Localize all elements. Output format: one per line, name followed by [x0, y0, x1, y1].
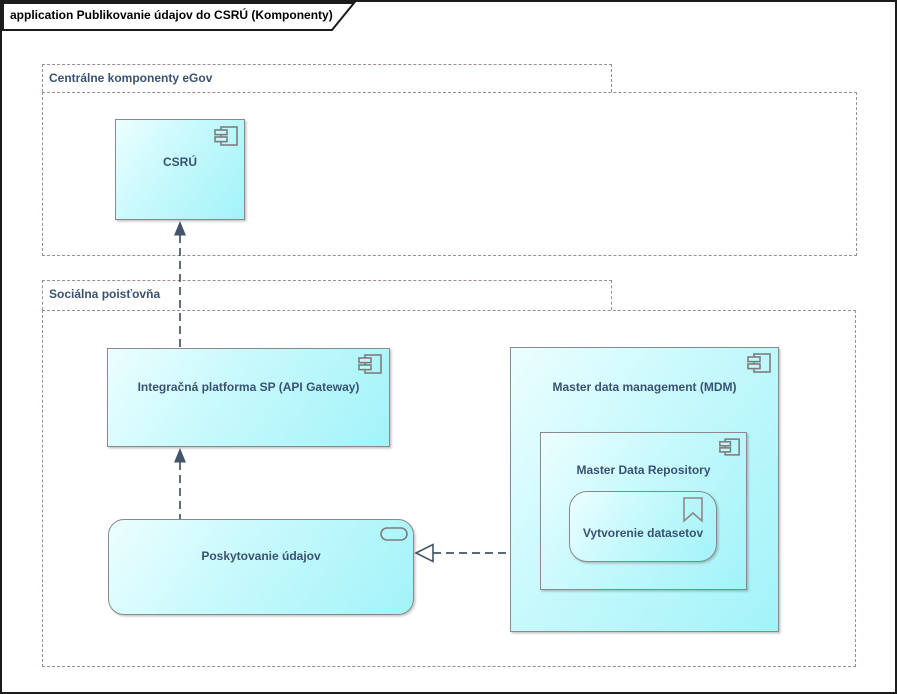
uml-component-icon	[747, 353, 771, 373]
node-vytvorenie-datasetov[interactable]: Vytvorenie datasetov	[569, 491, 717, 562]
component-mdm-label: Master data management (MDM)	[552, 380, 737, 394]
boundary-centralne-body[interactable]	[42, 92, 857, 256]
component-mdm[interactable]: Master data management (MDM) Master Data…	[510, 347, 779, 632]
bookmark-ribbon-icon	[682, 497, 704, 523]
diagram-title: application Publikovanie údajov do CSRÚ …	[10, 8, 333, 22]
boundary-centralne-header[interactable]: Centrálne komponenty eGov	[42, 64, 612, 92]
node-poskytovanie-udajov[interactable]: Poskytovanie údajov	[108, 519, 414, 615]
component-master-data-repository[interactable]: Master Data Repository Vytvorenie datase…	[540, 432, 747, 590]
boundary-centralne-label: Centrálne komponenty eGov	[49, 71, 213, 85]
uml-component-icon	[719, 438, 740, 456]
component-integracna-platforma[interactable]: Integračná platforma SP (API Gateway)	[107, 348, 390, 447]
boundary-socialna-body[interactable]	[42, 310, 856, 667]
component-master-data-repository-label: Master Data Repository	[576, 463, 711, 477]
uml-component-icon	[358, 354, 382, 374]
diagram-title-tab: application Publikovanie údajov do CSRÚ …	[2, 2, 382, 34]
component-csru[interactable]: CSRÚ	[115, 119, 245, 220]
boundary-socialna-label: Sociálna poisťovňa	[49, 287, 161, 301]
node-vytvorenie-datasetov-label: Vytvorenie datasetov	[582, 525, 704, 540]
component-csru-label: CSRÚ	[162, 154, 197, 169]
service-pill-icon	[380, 527, 408, 541]
component-integracna-platforma-label: Integračná platforma SP (API Gateway)	[137, 379, 360, 394]
boundary-socialna-header[interactable]: Sociálna poisťovňa	[42, 280, 612, 310]
title-tab-shape	[2, 2, 357, 31]
node-poskytovanie-udajov-label: Poskytovanie údajov	[201, 549, 321, 563]
uml-component-icon	[214, 126, 238, 146]
